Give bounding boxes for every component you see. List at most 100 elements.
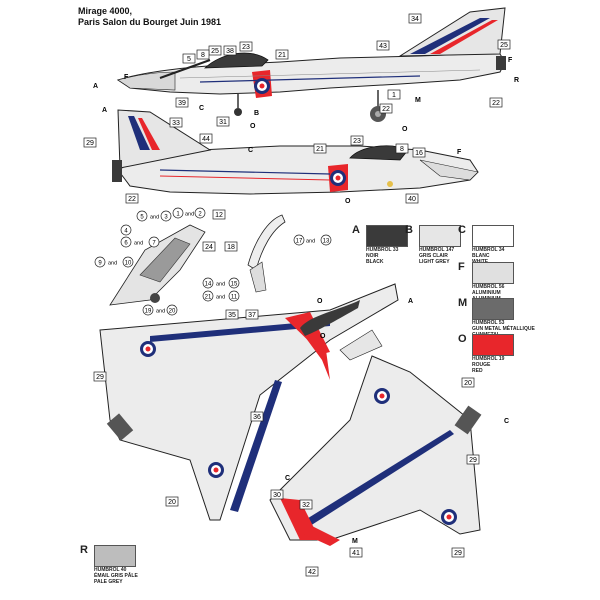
svg-text:O: O — [250, 123, 256, 130]
svg-text:29: 29 — [96, 374, 104, 381]
svg-text:1: 1 — [392, 92, 396, 99]
svg-text:F: F — [124, 74, 129, 81]
paint-swatch-c-line2: BLANC — [472, 253, 490, 259]
bottom-view-roundel-2 — [441, 509, 457, 525]
callout-35: 35 — [225, 309, 239, 320]
paint-swatch-o-line2: ROUGE — [472, 362, 491, 368]
svg-text:22: 22 — [382, 106, 390, 113]
svg-text:11: 11 — [231, 295, 238, 301]
svg-text:O: O — [317, 298, 323, 305]
callout-8a: 8 — [196, 49, 210, 60]
svg-text:29: 29 — [86, 140, 94, 147]
svg-text:23: 23 — [353, 138, 361, 145]
callout-19: 19 — [142, 304, 154, 316]
paint-swatch-r-line2: ÉMAIL GRIS PÂLE — [94, 573, 138, 579]
callout-15: 15 — [228, 277, 240, 289]
callout-5: 5 — [182, 53, 196, 64]
svg-text:A: A — [102, 107, 107, 114]
svg-text:35: 35 — [228, 312, 236, 319]
callout-23b: 23 — [350, 135, 364, 146]
svg-text:and: and — [150, 215, 159, 221]
svg-text:6: 6 — [124, 241, 128, 247]
svg-text:29: 29 — [469, 457, 477, 464]
callout-43: 43 — [376, 40, 390, 51]
svg-text:15: 15 — [231, 282, 238, 288]
svg-text:C: C — [285, 475, 290, 482]
callout-6: 6 — [120, 236, 132, 248]
callout-41: 41 — [349, 547, 363, 558]
cockpit-detail — [109, 224, 206, 306]
callout-17: 17 — [293, 234, 305, 246]
callout-21a: 21 — [275, 49, 289, 60]
callout-31: 31 — [216, 116, 230, 127]
svg-text:34: 34 — [411, 16, 419, 23]
svg-text:M: M — [352, 538, 358, 545]
paint-swatch-f-color — [472, 262, 514, 284]
callout-29d: 29 — [451, 547, 465, 558]
svg-text:20: 20 — [464, 380, 472, 387]
svg-text:23: 23 — [242, 44, 250, 51]
top-view-blue-stripe — [150, 320, 330, 342]
callout-21b: 21 — [313, 143, 327, 154]
callout-8b: 8 — [395, 143, 409, 154]
paint-swatch-m-line2: GUN METAL MÉTALLIQUE — [472, 326, 535, 332]
paint-swatch-c-color — [472, 225, 514, 247]
svg-text:44: 44 — [202, 136, 210, 143]
callout-36: 36 — [250, 411, 264, 422]
svg-text:2: 2 — [198, 212, 202, 218]
paint-swatch-o-letter: O — [458, 333, 467, 345]
bottom-view-wing — [269, 355, 481, 541]
side-view-left-fin-blue-stripe — [410, 18, 490, 54]
callout-16: 16 — [412, 147, 426, 158]
top-view-roundel-1 — [140, 341, 156, 357]
svg-text:3: 3 — [164, 215, 168, 221]
paint-swatch-a-color — [366, 225, 408, 247]
title-line-2: Paris Salon du Bourget Juin 1981 — [78, 17, 222, 27]
callout-14: 14 — [202, 277, 214, 289]
bottom-view — [269, 329, 482, 546]
svg-text:A: A — [408, 298, 413, 305]
paint-swatch-a-line1: HUMBROL 33 — [366, 247, 399, 253]
paint-swatch-m-line1: HUMBROL 53 — [472, 320, 505, 326]
callout-5b: 5 — [136, 210, 148, 222]
svg-text:C: C — [248, 147, 253, 154]
callout-2a: 2 — [194, 207, 206, 219]
callout-22c: 22 — [125, 193, 139, 204]
callout-11: 11 — [228, 290, 240, 302]
svg-text:10: 10 — [125, 261, 132, 267]
svg-text:M: M — [415, 97, 421, 104]
paint-swatch-c-letter: C — [458, 224, 466, 236]
svg-text:22: 22 — [128, 196, 136, 203]
svg-text:32: 32 — [302, 502, 310, 509]
paint-swatch-b-color — [419, 225, 461, 247]
svg-text:31: 31 — [219, 119, 227, 126]
svg-text:C: C — [504, 418, 509, 425]
svg-text:25: 25 — [211, 48, 219, 55]
paint-swatch-r-line3: PALE GREY — [94, 579, 123, 585]
callout-3a: 3 — [160, 210, 172, 222]
callout-boxes: 34 43 25 21 23 38 25 8 5 22 39 31 1 22 3… — [83, 13, 511, 577]
svg-text:7: 7 — [152, 241, 156, 247]
svg-text:25: 25 — [500, 42, 508, 49]
callout-29a: 29 — [83, 137, 97, 148]
callout-44: 44 — [199, 133, 213, 144]
svg-text:8: 8 — [400, 146, 404, 153]
callout-4a: 4 — [120, 224, 132, 236]
callout-9: 9 — [94, 256, 106, 268]
svg-text:37: 37 — [248, 312, 256, 319]
side-view-left-fuselage — [116, 53, 506, 95]
svg-text:22: 22 — [492, 100, 500, 107]
paint-swatch-f-line2: ALUMINIUM — [472, 290, 501, 296]
svg-text:B: B — [254, 110, 259, 117]
svg-text:30: 30 — [273, 492, 281, 499]
callout-23a: 23 — [239, 41, 253, 52]
svg-text:16: 16 — [415, 150, 423, 157]
svg-text:40: 40 — [408, 196, 416, 203]
paint-swatch-a-line3: BLACK — [366, 259, 384, 265]
callout-42: 42 — [305, 566, 319, 577]
svg-text:29: 29 — [454, 550, 462, 557]
callout-33: 33 — [169, 117, 183, 128]
svg-text:8: 8 — [201, 52, 205, 59]
svg-text:13: 13 — [323, 239, 330, 245]
callout-38: 38 — [223, 45, 237, 56]
